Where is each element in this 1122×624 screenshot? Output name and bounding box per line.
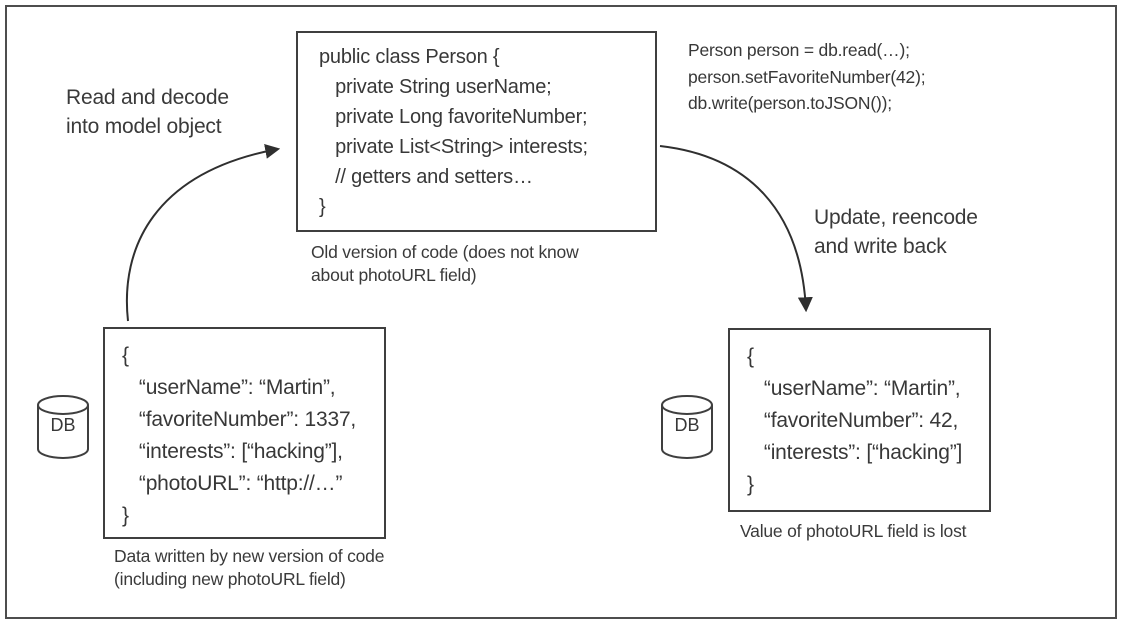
- json-old-caption: Data written by new version of code (inc…: [114, 546, 385, 589]
- database-cylinder-icon: [661, 395, 713, 459]
- database-cylinder-icon: [37, 395, 89, 459]
- json-old-data-box: { “userName”: “Martin”, “favoriteNumber”…: [103, 327, 386, 539]
- old-code-caption: Old version of code (does not know about…: [311, 242, 579, 285]
- database-old: DB: [35, 393, 91, 461]
- json-rewritten-data-box: { “userName”: “Martin”, “favoriteNumber”…: [728, 328, 991, 512]
- database-new: DB: [659, 393, 715, 461]
- update-code-snippet: Person person = db.read(…); person.setFa…: [688, 40, 926, 113]
- database-label: DB: [674, 415, 700, 435]
- update-writeback-label: Update, reencode and write back: [814, 206, 978, 258]
- read-decode-label: Read and decode into model object: [66, 86, 229, 138]
- database-label: DB: [50, 415, 76, 435]
- old-code-class-box: public class Person { private String use…: [296, 31, 657, 232]
- json-rewritten-caption: Value of photoURL field is lost: [740, 521, 967, 541]
